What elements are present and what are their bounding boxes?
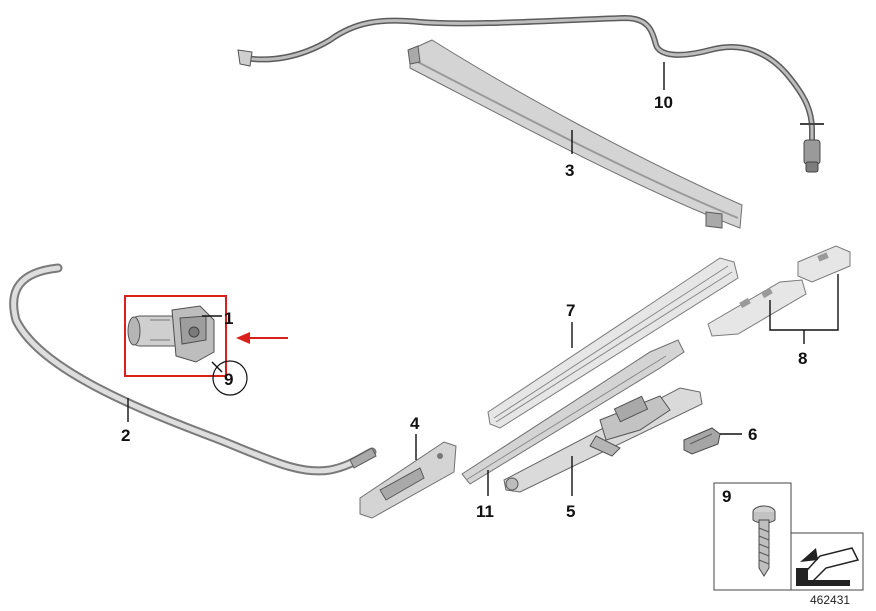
highlight-box	[124, 295, 227, 377]
torx-screw-icon	[752, 505, 776, 577]
sliding-mechanism	[503, 387, 703, 493]
highlight-arrow-icon	[236, 332, 288, 344]
circled-label-ring	[212, 360, 248, 396]
curved-upper-guide-rail	[407, 39, 743, 229]
callout-7: 7	[566, 301, 575, 320]
diagram-id: 462431	[810, 593, 850, 607]
callout-10: 10	[654, 93, 673, 112]
callout-1: 1	[224, 309, 233, 328]
leader-lines	[127, 62, 839, 496]
callout-8: 8	[798, 349, 807, 368]
seal-strip	[487, 257, 739, 429]
mounting-brackets	[707, 245, 851, 337]
inset-label-9: 9	[722, 487, 731, 506]
inset-box: 9	[713, 482, 864, 591]
view-direction-arrow-icon	[796, 547, 860, 586]
callout-2: 2	[121, 426, 130, 445]
callout-6: 6	[748, 425, 757, 444]
callout-9-circled: 9	[224, 370, 233, 389]
callout-4: 4	[410, 414, 420, 433]
callout-3: 3	[565, 161, 574, 180]
slider-bracket	[359, 441, 457, 519]
drain-hose	[237, 14, 824, 173]
sunroof-drive-motor	[127, 305, 215, 363]
small-clip	[683, 427, 721, 455]
curved-rear-guide-rail	[9, 263, 377, 476]
callout-5: 5	[566, 502, 575, 521]
callout-11: 11	[476, 502, 494, 521]
side-trim-strip	[461, 339, 685, 485]
